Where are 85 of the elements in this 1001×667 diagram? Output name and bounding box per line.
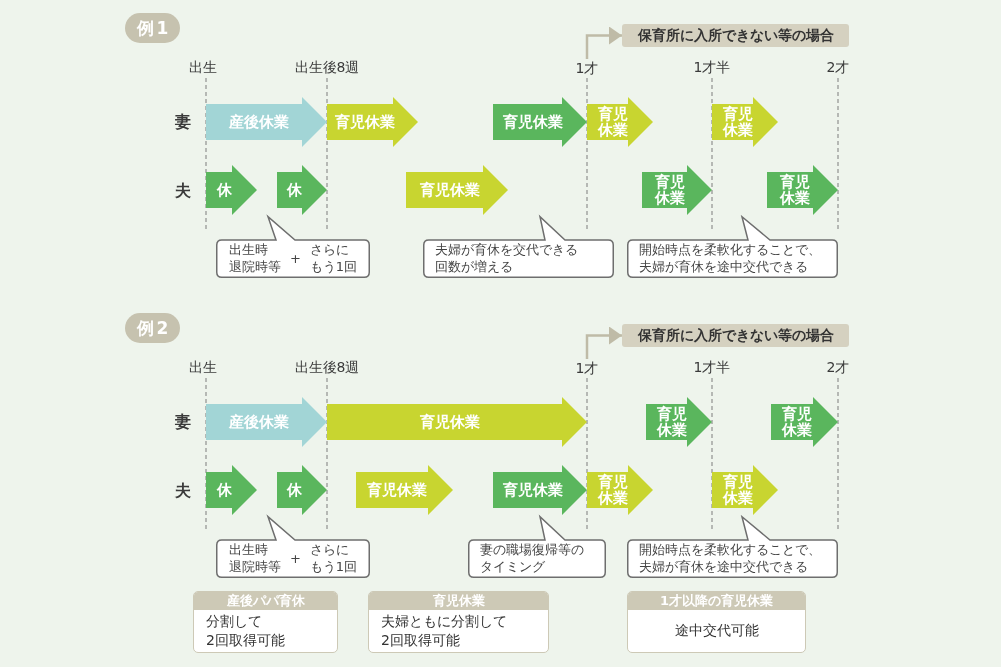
leave-label: 育児休業 xyxy=(502,113,563,131)
leave-period-bar xyxy=(587,97,653,147)
leave-period-bar xyxy=(277,165,327,215)
leave-label: 育児休業 xyxy=(367,481,427,499)
speech-bubble xyxy=(468,516,606,578)
leave-label: 育児休業 xyxy=(597,473,628,507)
leave-label: 育児休業 xyxy=(597,105,628,139)
leave-period-bar xyxy=(493,97,587,147)
leave-period-bar xyxy=(356,465,453,515)
speech-bubble xyxy=(423,216,614,278)
leave-label: 育児休業 xyxy=(780,173,810,207)
leave-period-bar xyxy=(493,465,587,515)
speech-bubble xyxy=(627,516,838,578)
info-card xyxy=(193,591,338,653)
leave-label: 産後休業 xyxy=(229,413,289,431)
info-card xyxy=(627,591,806,653)
leave-period-bar xyxy=(327,397,587,447)
card-text: 途中交代可能 xyxy=(674,621,759,640)
row-label: 妻 xyxy=(175,111,191,133)
leave-label: 産後休業 xyxy=(229,113,289,131)
timeline-label: 1才 xyxy=(574,359,600,377)
example-badge: 例2 xyxy=(125,313,180,343)
card-header: 育児休業 xyxy=(369,592,548,610)
leave-period-bar xyxy=(771,397,838,447)
leave-label: 育児休業 xyxy=(419,413,480,431)
speech-bubble xyxy=(216,216,370,278)
callout-text: 出生時退院時等 xyxy=(228,542,281,576)
leave-period-bar xyxy=(206,397,327,447)
card-header: 1才以降の育児休業 xyxy=(628,592,805,610)
leave-label: 育児休業 xyxy=(722,473,753,507)
timeline-label: 出生 xyxy=(189,59,217,77)
leave-label: 育児休業 xyxy=(419,181,480,199)
timeline-label: 出生 xyxy=(189,359,217,377)
timeline-label: 1才半 xyxy=(693,359,731,377)
timeline-label: 2才 xyxy=(826,59,850,77)
leave-period-bar xyxy=(406,165,508,215)
callout-text: 夫婦が育休を交代できる回数が増える xyxy=(435,242,578,276)
leave-period-bar xyxy=(206,165,257,215)
info-card xyxy=(368,591,549,653)
leave-label: 育児休業 xyxy=(782,405,812,439)
leave-period-bar xyxy=(587,465,653,515)
timeline-label: 2才 xyxy=(826,359,850,377)
timeline-label: 1才半 xyxy=(693,59,731,77)
leave-label: 育児休業 xyxy=(654,173,685,207)
callout-text: さらにもう1回 xyxy=(309,542,358,576)
condition-banner: 保育所に入所できない等の場合 xyxy=(622,24,849,47)
condition-banner: 保育所に入所できない等の場合 xyxy=(622,324,849,347)
timeline-label: 出生後8週 xyxy=(294,359,360,377)
leave-period-bar xyxy=(712,97,778,147)
timeline-label: 1才 xyxy=(574,59,600,77)
callout-text: 出生時退院時等 xyxy=(228,242,281,276)
card-text: 分割して2回取得可能 xyxy=(206,612,285,649)
leave-label: 休 xyxy=(287,181,302,199)
leave-label: 休 xyxy=(216,181,232,199)
callout-text: さらにもう1回 xyxy=(309,242,358,276)
bent-arrow xyxy=(585,26,622,59)
speech-bubble xyxy=(216,516,370,578)
card-text: 夫婦ともに分割して2回取得可能 xyxy=(381,612,507,649)
bent-arrow xyxy=(585,326,622,359)
callout-text: 開始時点を柔軟化することで、夫婦が育休を途中交代できる xyxy=(639,242,821,276)
leave-period-bar xyxy=(206,465,257,515)
plus-sign: + xyxy=(289,250,301,268)
leave-period-bar xyxy=(327,97,418,147)
leave-label: 休 xyxy=(216,481,232,499)
leave-label: 育児休業 xyxy=(656,405,687,439)
timeline-label: 出生後8週 xyxy=(294,59,360,77)
leave-period-bar xyxy=(277,465,327,515)
leave-label: 育児休業 xyxy=(335,113,395,131)
speech-bubble xyxy=(627,216,838,278)
callout-text: 妻の職場復帰等のタイミング xyxy=(480,542,584,576)
example-badge: 例1 xyxy=(125,13,180,43)
row-label: 夫 xyxy=(175,480,191,502)
leave-period-bar xyxy=(712,465,778,515)
leave-label: 育児休業 xyxy=(722,105,753,139)
leave-label: 休 xyxy=(287,481,302,499)
leave-period-bar xyxy=(646,397,712,447)
leave-period-bar xyxy=(206,97,327,147)
leave-label: 育児休業 xyxy=(502,481,563,499)
leave-period-bar xyxy=(767,165,838,215)
card-header: 産後パパ育休 xyxy=(194,592,337,610)
callout-text: 開始時点を柔軟化することで、夫婦が育休を途中交代できる xyxy=(639,542,821,576)
plus-sign: + xyxy=(289,550,301,568)
row-label: 妻 xyxy=(175,411,191,433)
leave-period-bar xyxy=(642,165,712,215)
row-label: 夫 xyxy=(175,180,191,202)
